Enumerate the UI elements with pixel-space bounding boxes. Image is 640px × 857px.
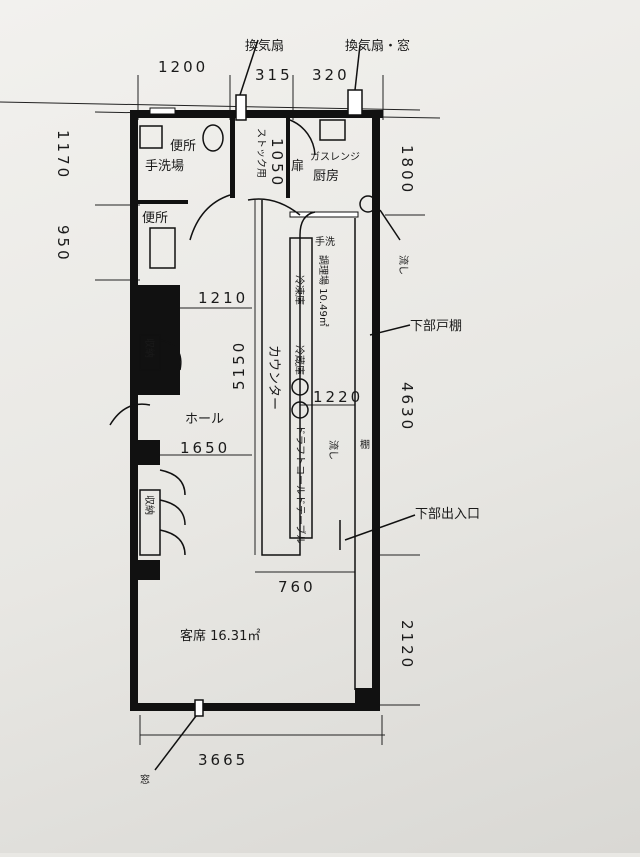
sink-icon-3 [359, 195, 377, 213]
kitchen-equipment-row [289, 237, 313, 539]
door-swing-icon-2 [189, 194, 231, 241]
toilet-icon-2 [149, 227, 176, 269]
label-counter: カウンター [266, 345, 281, 410]
label-hall: ホール [185, 412, 224, 427]
label-lower-entrance: 下部出入口 [415, 507, 480, 522]
label-door: 扉 [291, 158, 304, 174]
gas-range-icon [319, 119, 346, 141]
label-stock: ストック用 [255, 128, 267, 178]
label-window: 窓 [140, 773, 150, 786]
label-seating: 客席 16.31㎡ [180, 628, 260, 644]
toilet-icon [202, 124, 224, 152]
label-sink-right: 流し [397, 255, 410, 275]
label-shelf: 棚 [360, 438, 370, 451]
dim-counter-gap: 760 [278, 578, 316, 596]
dim-1210: 1210 [198, 289, 248, 307]
entrance-door-icon [109, 403, 151, 426]
dim-left-upper: 1170 [54, 130, 72, 180]
wash-basin-icon [139, 125, 163, 149]
label-kitchen-area: 調理場 10.49㎡ [317, 255, 330, 327]
dim-right-mid: 4630 [398, 382, 416, 432]
dim-counter-length: 5150 [230, 340, 248, 390]
dim-top-right: 320 [312, 66, 350, 84]
label-toilet-top: 便所 [170, 139, 196, 154]
label-kitchen: 厨房 [313, 168, 339, 184]
dim-1650: 1650 [180, 439, 230, 457]
fixtures [109, 39, 416, 771]
sink-icon-2 [291, 401, 309, 419]
dim-top-left: 1200 [158, 58, 208, 76]
label-cold-table: ドラフトコールドテーブル [294, 425, 307, 544]
dim-right-lower: 2120 [398, 620, 416, 670]
label-toilet: 便所 [142, 211, 168, 226]
label-gas-range: ガスレンジ [310, 151, 360, 163]
sink-icon [291, 378, 309, 396]
counter-outline [261, 200, 316, 556]
label-hand-wash: 手洗 [315, 235, 335, 248]
dim-kitchen-door: 1050 [268, 138, 286, 188]
dim-right-upper: 1800 [398, 145, 416, 195]
label-lower-shelf: 下部戸棚 [410, 319, 462, 334]
dim-bottom: 3665 [198, 751, 248, 769]
label-storage-2: 収納 [143, 495, 156, 515]
door-swing-icon [289, 119, 316, 156]
label-storage-1: 収納 [143, 338, 156, 358]
dim-aisle: 1220 [313, 388, 363, 406]
label-vent-fan: 換気扇 [245, 38, 284, 54]
walls [130, 107, 383, 711]
label-sink-counter: 流し [327, 440, 340, 460]
dim-top-mid: 315 [255, 66, 293, 84]
label-refrigerator: 冷蔵庫 [293, 345, 306, 375]
dim-left-lower: 950 [54, 225, 72, 263]
label-freezer: 冷凍庫 [293, 275, 306, 305]
label-vent-fan-window: 換気扇・窓 [345, 38, 410, 54]
label-hand-wash-area: 手洗場 [145, 159, 184, 174]
